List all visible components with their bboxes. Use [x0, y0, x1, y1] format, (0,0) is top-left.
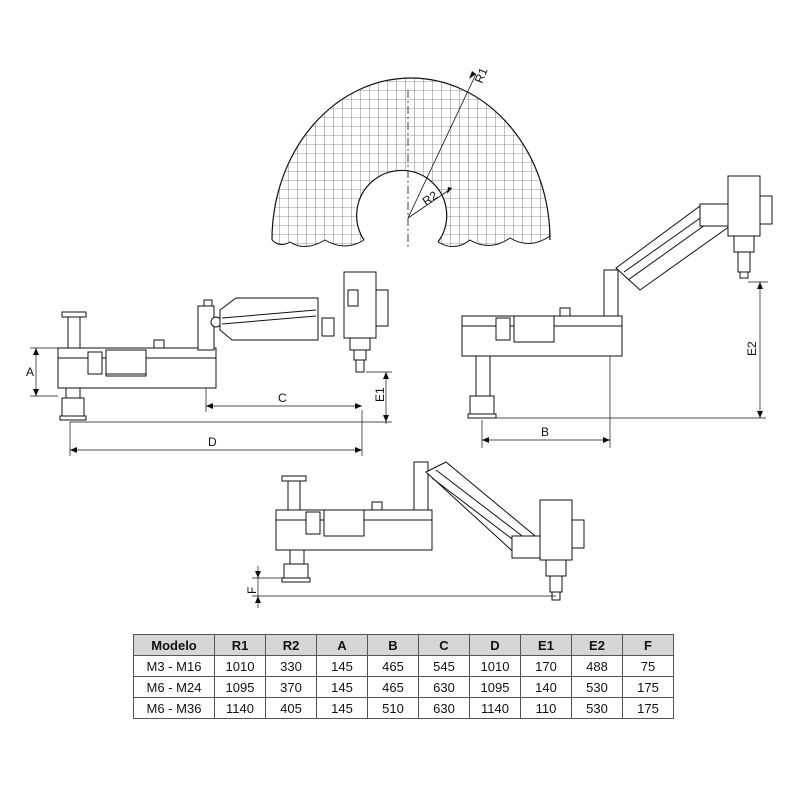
label-e2: E2	[745, 341, 759, 356]
cell-r1: 1010	[214, 655, 266, 677]
cell-r2: 405	[265, 697, 317, 719]
cell-model: M6 - M36	[133, 697, 215, 719]
cell-d: 1010	[469, 655, 521, 677]
machine-side-view-horizontal	[57, 271, 389, 421]
label-r2: R2	[420, 188, 441, 208]
header-r1: R1	[214, 634, 266, 656]
header-a: A	[316, 634, 368, 656]
label-r1: R1	[472, 65, 491, 85]
cell-e2: 530	[571, 697, 623, 719]
header-r2: R2	[265, 634, 317, 656]
cell-e2: 530	[571, 676, 623, 698]
working-range-diagram	[271, 71, 551, 250]
cell-d: 1140	[469, 697, 521, 719]
cell-r1: 1095	[214, 676, 266, 698]
cell-e1: 110	[520, 697, 572, 719]
cell-b: 465	[367, 655, 419, 677]
label-b: B	[541, 425, 549, 439]
cell-r2: 330	[265, 655, 317, 677]
machine-side-view-lowered	[275, 461, 585, 601]
cell-c: 545	[418, 655, 470, 677]
cell-e1: 170	[520, 655, 572, 677]
label-c: C	[278, 391, 287, 405]
cell-e2: 488	[571, 655, 623, 677]
cell-b: 510	[367, 697, 419, 719]
cell-r2: 370	[265, 676, 317, 698]
cell-a: 145	[316, 655, 368, 677]
label-f: F	[245, 587, 259, 594]
cell-model: M3 - M16	[133, 655, 215, 677]
label-d: D	[208, 435, 217, 449]
table-row: M6 - M36 1140 405 145 510 630 1140 110 5…	[133, 697, 674, 719]
cell-e1: 140	[520, 676, 572, 698]
cell-c: 630	[418, 697, 470, 719]
cell-model: M6 - M24	[133, 676, 215, 698]
cell-a: 145	[316, 697, 368, 719]
dimension-lines-left	[30, 347, 392, 456]
table-row: M6 - M24 1095 370 145 465 630 1095 140 5…	[133, 676, 674, 698]
label-e1: E1	[373, 387, 387, 402]
machine-side-view-raised	[461, 175, 773, 419]
header-f: F	[622, 634, 674, 656]
header-c: C	[418, 634, 470, 656]
technical-drawing: R1 R2	[26, 65, 773, 608]
cell-b: 465	[367, 676, 419, 698]
cell-f: 75	[622, 655, 674, 677]
cell-r1: 1140	[214, 697, 266, 719]
table-header-row: Modelo R1 R2 A B C D E1 E2 F	[133, 634, 674, 656]
cell-a: 145	[316, 676, 368, 698]
dimension-arrows-left	[33, 348, 389, 453]
dimensions-table: Modelo R1 R2 A B C D E1 E2 F M3 - M16 10…	[133, 634, 674, 719]
label-a: A	[26, 365, 34, 379]
cell-d: 1095	[469, 676, 521, 698]
table-row: M3 - M16 1010 330 145 465 545 1010 170 4…	[133, 655, 674, 677]
header-modelo: Modelo	[133, 634, 215, 656]
dimension-lines-right	[481, 281, 768, 448]
header-b: B	[367, 634, 419, 656]
header-e2: E2	[571, 634, 623, 656]
dimension-arrows-right	[482, 282, 763, 443]
cell-f: 175	[622, 697, 674, 719]
cell-f: 175	[622, 676, 674, 698]
header-d: D	[469, 634, 521, 656]
cell-c: 630	[418, 676, 470, 698]
header-e1: E1	[520, 634, 572, 656]
dimension-arrows-bottom	[255, 571, 261, 603]
